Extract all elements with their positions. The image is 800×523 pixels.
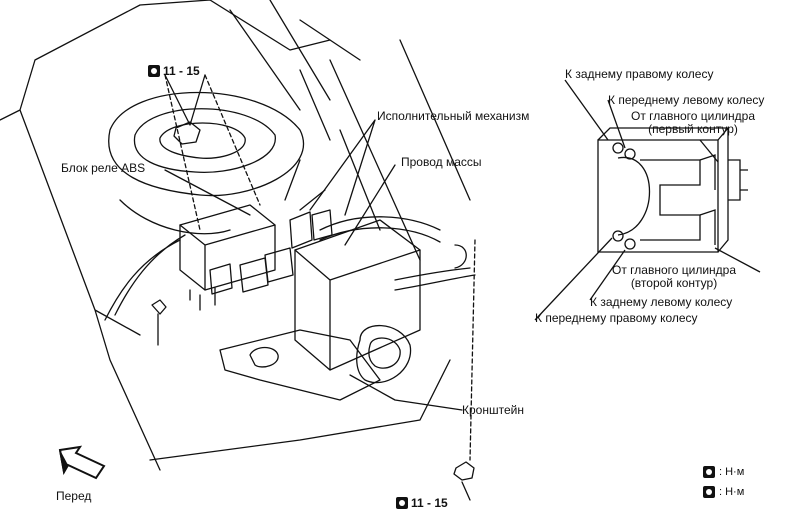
bolt-left: [151, 299, 167, 346]
legend-unit-1: : Н·м: [719, 466, 745, 478]
legend-unit-2: : Н·м: [719, 486, 745, 498]
label-front: Перед: [56, 489, 92, 503]
label-ground-wire: Провод массы: [401, 155, 482, 169]
torque-wrench-icon: [148, 65, 160, 77]
bolt-bottom: [453, 461, 475, 481]
label-actuator: Исполнительный механизм: [377, 109, 530, 123]
front-direction-arrow-icon: [58, 445, 106, 480]
label-master-first-line2: (первый контур): [648, 122, 738, 136]
label-master-second: От главного цилиндра (второй контур): [612, 264, 736, 290]
legend-row-2: : Н·м: [703, 486, 744, 498]
actuator-motor: [356, 324, 412, 384]
label-rear-right-wheel: К заднему правому колесу: [565, 67, 714, 81]
torque-callout-top: 11 - 15: [148, 64, 200, 78]
label-master-first: От главного цилиндра (первый контур): [631, 110, 755, 136]
label-front-left-wheel: К переднему левому колесу: [608, 93, 765, 107]
torque-value-top: 11 - 15: [163, 64, 200, 78]
bracket-plate: [219, 329, 381, 401]
label-master-first-line1: От главного цилиндра: [631, 109, 756, 123]
connectors: [209, 247, 294, 295]
torque-value-bottom: 11 - 15: [411, 496, 448, 510]
brake-line-left: [104, 234, 186, 321]
brake-line-right: [394, 267, 476, 291]
body-panel-outline: [0, 0, 451, 471]
torque-wrench-icon: [703, 486, 715, 498]
label-rear-left-wheel: К заднему левому колесу: [590, 295, 733, 309]
strut-nut: [173, 121, 201, 145]
torque-wrench-icon: [396, 497, 408, 509]
torque-callout-bottom: 11 - 15: [396, 496, 448, 510]
label-master-second-line2: (второй контур): [630, 276, 718, 290]
relay-block-body: [179, 204, 276, 291]
label-front-right-wheel: К переднему правому колесу: [535, 311, 698, 325]
legend-row-1: : Н·м: [703, 466, 744, 478]
label-master-second-line1: От главного цилиндра: [612, 263, 737, 277]
strut-tower: [108, 91, 305, 197]
label-relay-block: Блок реле ABS: [61, 161, 146, 175]
actuator-body: [294, 219, 421, 371]
label-bracket: Кронштейн: [462, 403, 524, 417]
torque-wrench-icon: [703, 466, 715, 478]
